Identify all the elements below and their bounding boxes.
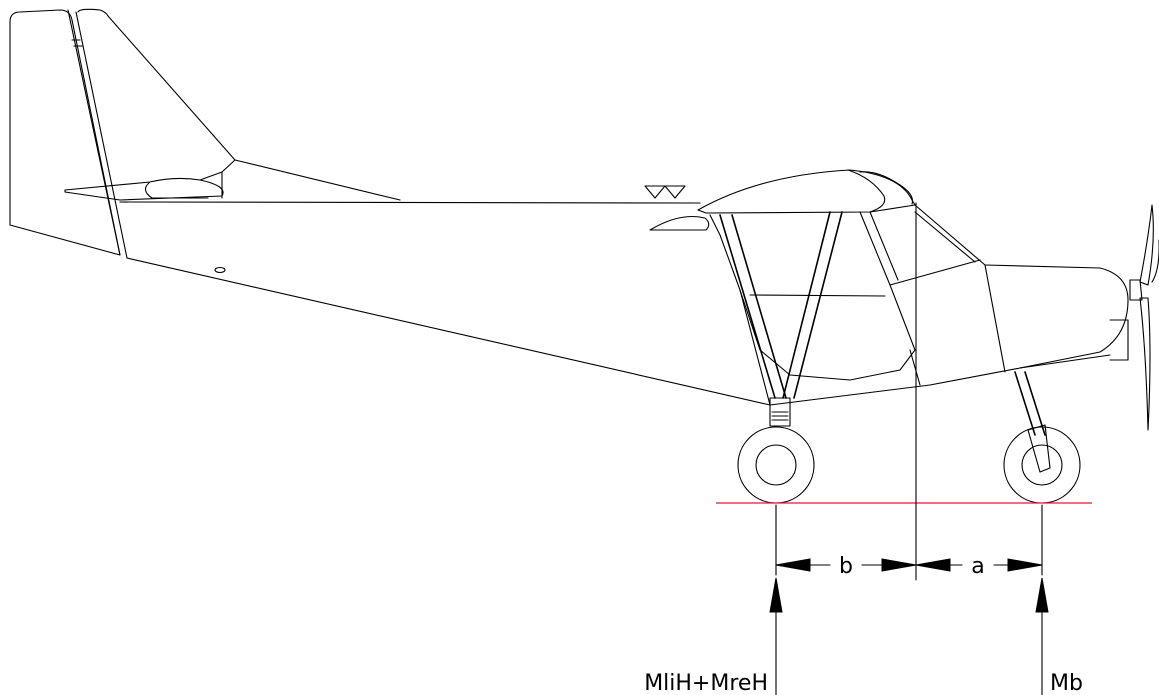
- dim-b-left-arrowhead: [775, 558, 811, 572]
- nose-landing-gear: [1003, 371, 1081, 504]
- tail-fin: [9, 8, 401, 259]
- main-gear-load-arrow: MliH+MreH: [644, 577, 783, 695]
- wing-struts: [719, 211, 843, 399]
- marker-triangles: [644, 185, 686, 199]
- nose-gear-load-arrow: Mb: [1035, 577, 1083, 695]
- wing-and-cabin: [649, 169, 986, 406]
- nose-gear-load-label: Mb: [1050, 671, 1083, 695]
- main-gear-load-label: MliH+MreH: [644, 671, 768, 695]
- main-landing-gear: [737, 397, 815, 504]
- propeller: [1129, 204, 1159, 431]
- dim-a-left-arrowhead: [915, 558, 951, 572]
- dimension-b: b: [775, 554, 917, 579]
- dim-b-right-arrowhead: [881, 558, 917, 572]
- dimension-label-b: b: [839, 554, 853, 579]
- dimension-a: a: [915, 554, 1043, 579]
- fuselage: [119, 201, 1129, 406]
- dim-a-right-arrowhead: [1007, 558, 1043, 572]
- dimension-label-a: a: [971, 554, 984, 579]
- horizontal-stabilizer: [64, 159, 236, 201]
